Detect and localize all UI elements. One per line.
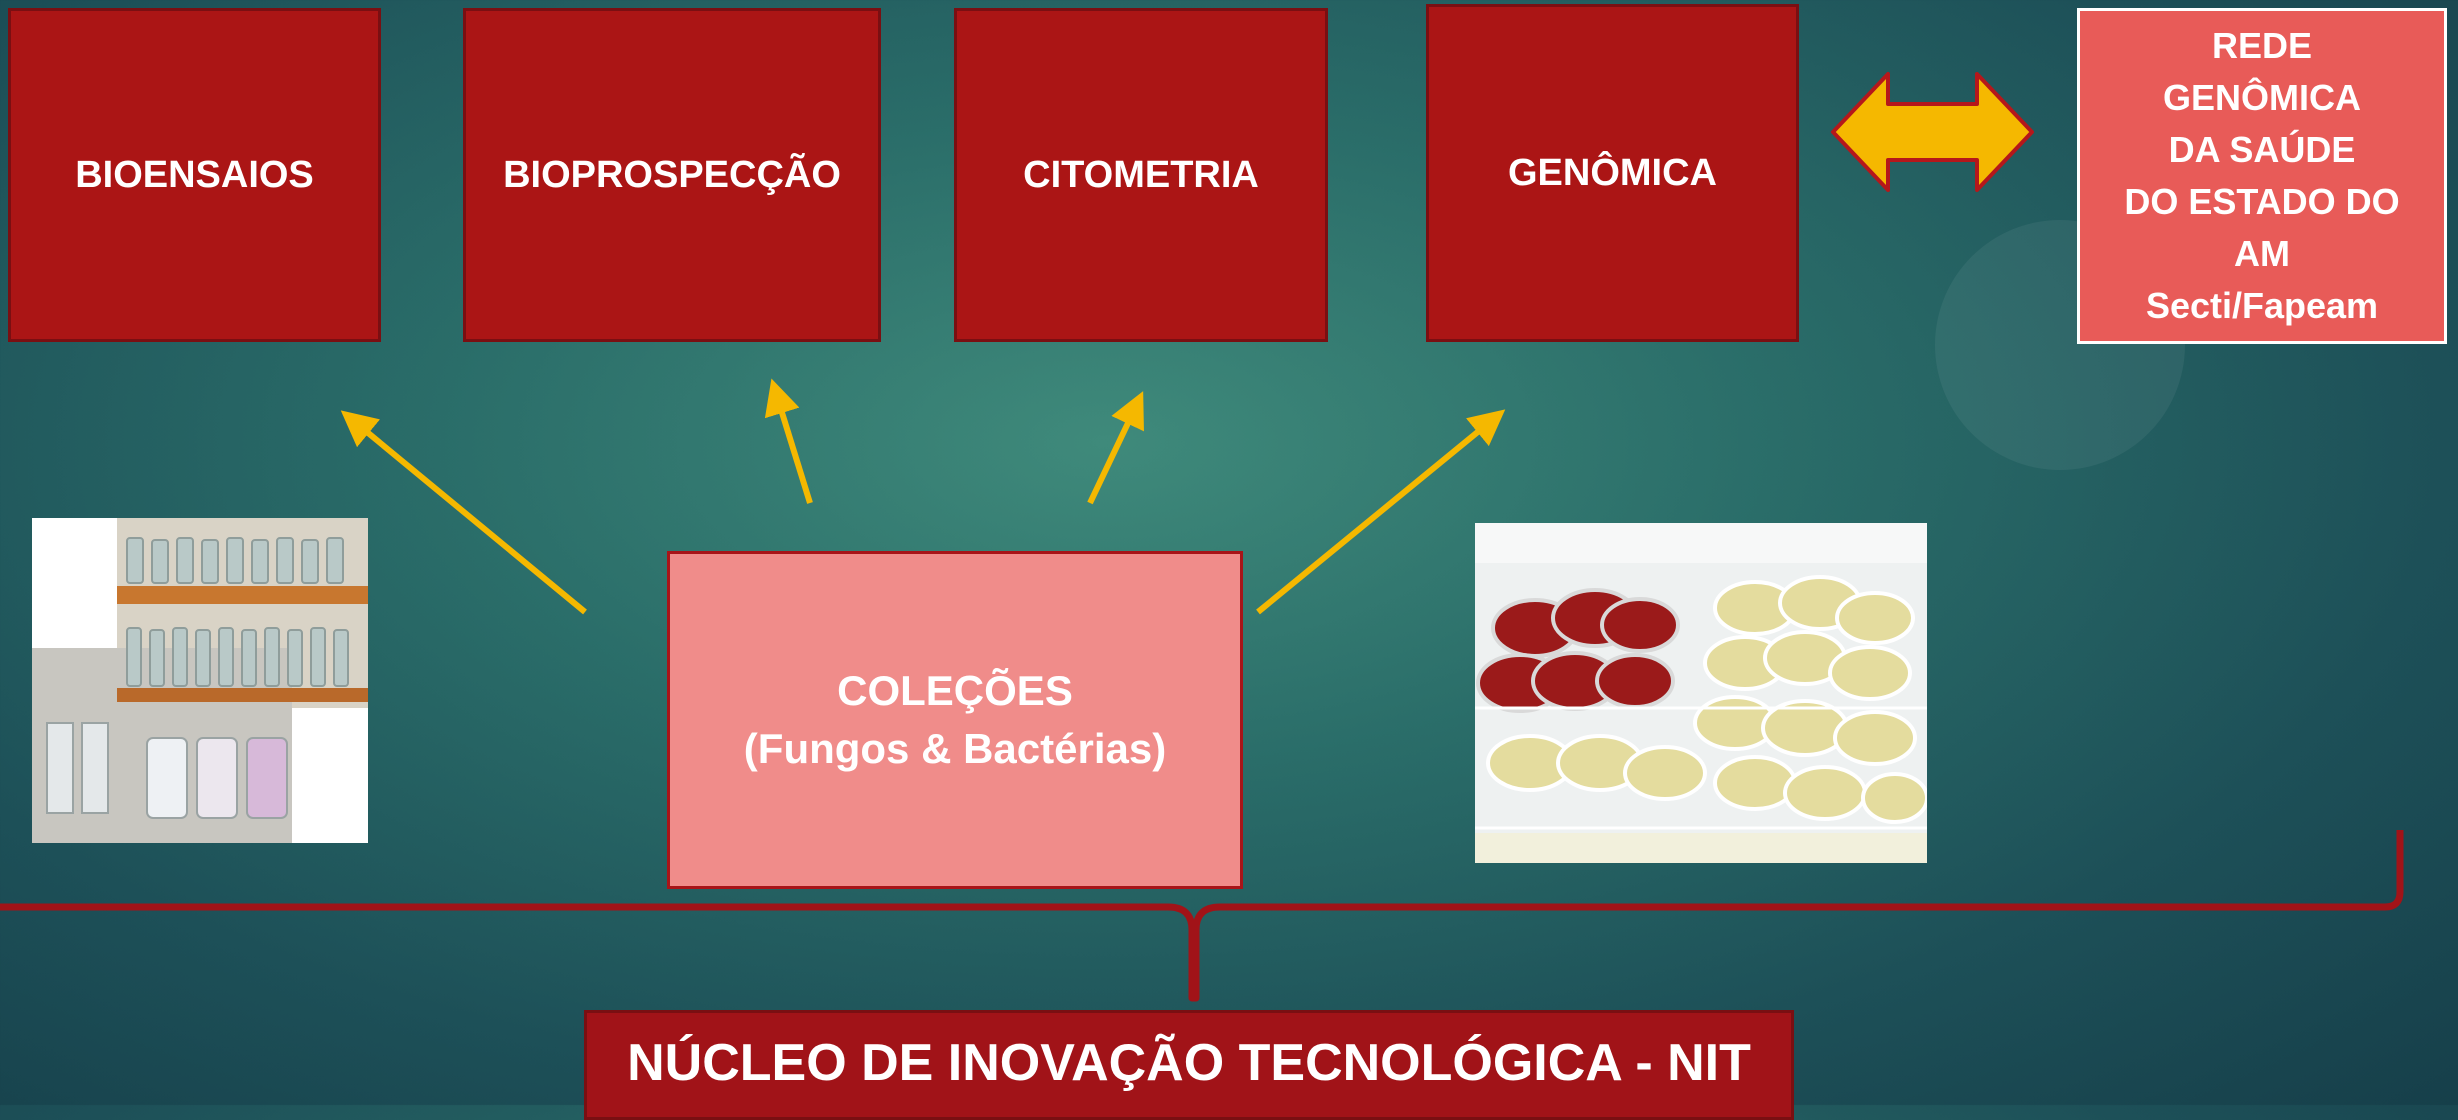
box-bioprospeccao: BIOPROSPECÇÃO <box>463 8 881 342</box>
box-citometria: CITOMETRIA <box>954 8 1328 342</box>
box-rede-genomica-label: REDE GENÔMICA DA SAÚDE DO ESTADO DO AM S… <box>2124 25 2400 326</box>
box-bioensaios-label: BIOENSAIOS <box>75 153 314 196</box>
arrow-icon <box>1256 409 1506 615</box>
box-bioprospeccao-label: BIOPROSPECÇÃO <box>503 153 841 196</box>
box-genomica-label: GENÔMICA <box>1508 151 1717 194</box>
arrow-icon <box>1087 391 1144 505</box>
box-nit-label: NÚCLEO DE INOVAÇÃO TECNOLÓGICA - NIT <box>627 1034 1751 1092</box>
photo-culture-bottles <box>32 518 368 843</box>
box-rede-genomica: REDE GENÔMICA DA SAÚDE DO ESTADO DO AM S… <box>2077 8 2447 344</box>
box-colecoes-subtitle: (Fungos & Bactérias) <box>743 725 1167 772</box>
box-bioensaios: BIOENSAIOS <box>8 8 381 342</box>
box-citometria-label: CITOMETRIA <box>1023 153 1259 196</box>
box-genomica: GENÔMICA <box>1426 4 1799 342</box>
arrow-icon <box>340 410 587 615</box>
photo-petri-dishes <box>1475 523 1927 863</box>
box-nit: NÚCLEO DE INOVAÇÃO TECNOLÓGICA - NIT <box>584 1010 1794 1120</box>
box-colecoes-title: COLEÇÕES <box>837 667 1073 714</box>
curly-brace-icon <box>0 830 2404 1002</box>
box-colecoes: COLEÇÕES (Fungos & Bactérias) <box>667 551 1243 889</box>
arrow-icon <box>764 378 813 504</box>
double-arrow-icon <box>1831 72 2034 192</box>
